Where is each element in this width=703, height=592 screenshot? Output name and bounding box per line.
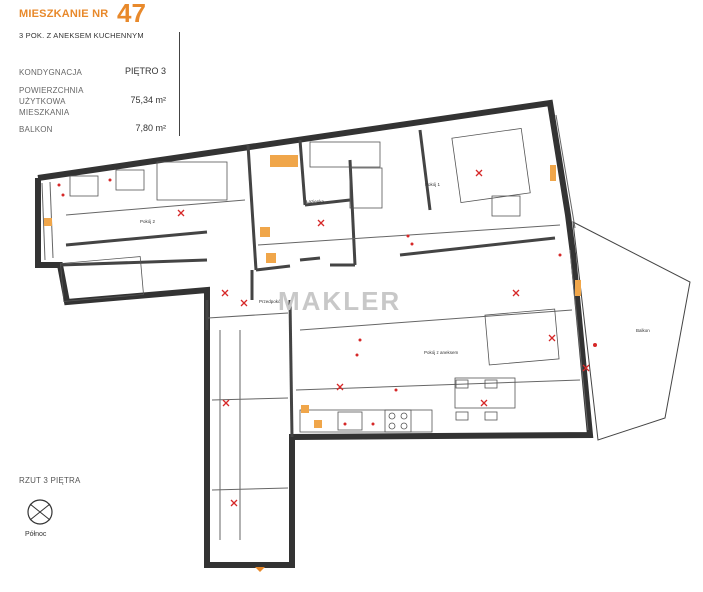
watermark: MAKLER [278, 286, 401, 316]
area-label-1: POWIERZCHNIA [19, 86, 84, 95]
area-value: 75,34 m² [130, 95, 166, 105]
north-label: Północ [25, 531, 47, 538]
room-label-pokoj2: Pokój 2 [140, 219, 156, 224]
socket-markers [177, 169, 590, 507]
room-label-przedpokoj: Przedpokój [259, 299, 282, 304]
balcony-outline [572, 221, 691, 441]
balcony-label: BALKON [19, 125, 53, 134]
room-label-lazienka: Łazienka [306, 199, 325, 204]
interior-walls [59, 129, 556, 438]
floor-plan-label: RZUT 3 PIĘTRA [19, 476, 81, 485]
entrance-marker [255, 567, 265, 572]
apartment-subtitle: 3 POK. Z ANEKSEM KUCHENNYM [19, 31, 144, 40]
furniture [60, 127, 560, 433]
room-label-balkon: Balkon [636, 328, 650, 333]
apartment-number: 47 [117, 0, 146, 28]
floor-label: KONDYGNACJA [19, 68, 83, 77]
detail-lines [41, 114, 589, 540]
marker-dots [57, 178, 597, 426]
room-label-pokoj1: Pokój 1 [425, 182, 441, 187]
floor-value: PIĘTRO 3 [124, 66, 166, 76]
area-label-2: UŻYTKOWA [19, 97, 66, 106]
compass-icon [27, 499, 53, 525]
header-divider [179, 32, 180, 136]
area-label-3: MIESZKANIA [19, 108, 70, 117]
accent-markers [44, 155, 581, 428]
room-label-pokoj-aneks: Pokój z aneksem [424, 350, 459, 355]
header: MIESZKANIE NR 47 3 POK. Z ANEKSEM KUCHEN… [0, 0, 185, 45]
outer-walls [35, 99, 594, 568]
balcony-value: 7,80 m² [135, 123, 166, 133]
apartment-title-label: MIESZKANIE NR [19, 8, 109, 20]
